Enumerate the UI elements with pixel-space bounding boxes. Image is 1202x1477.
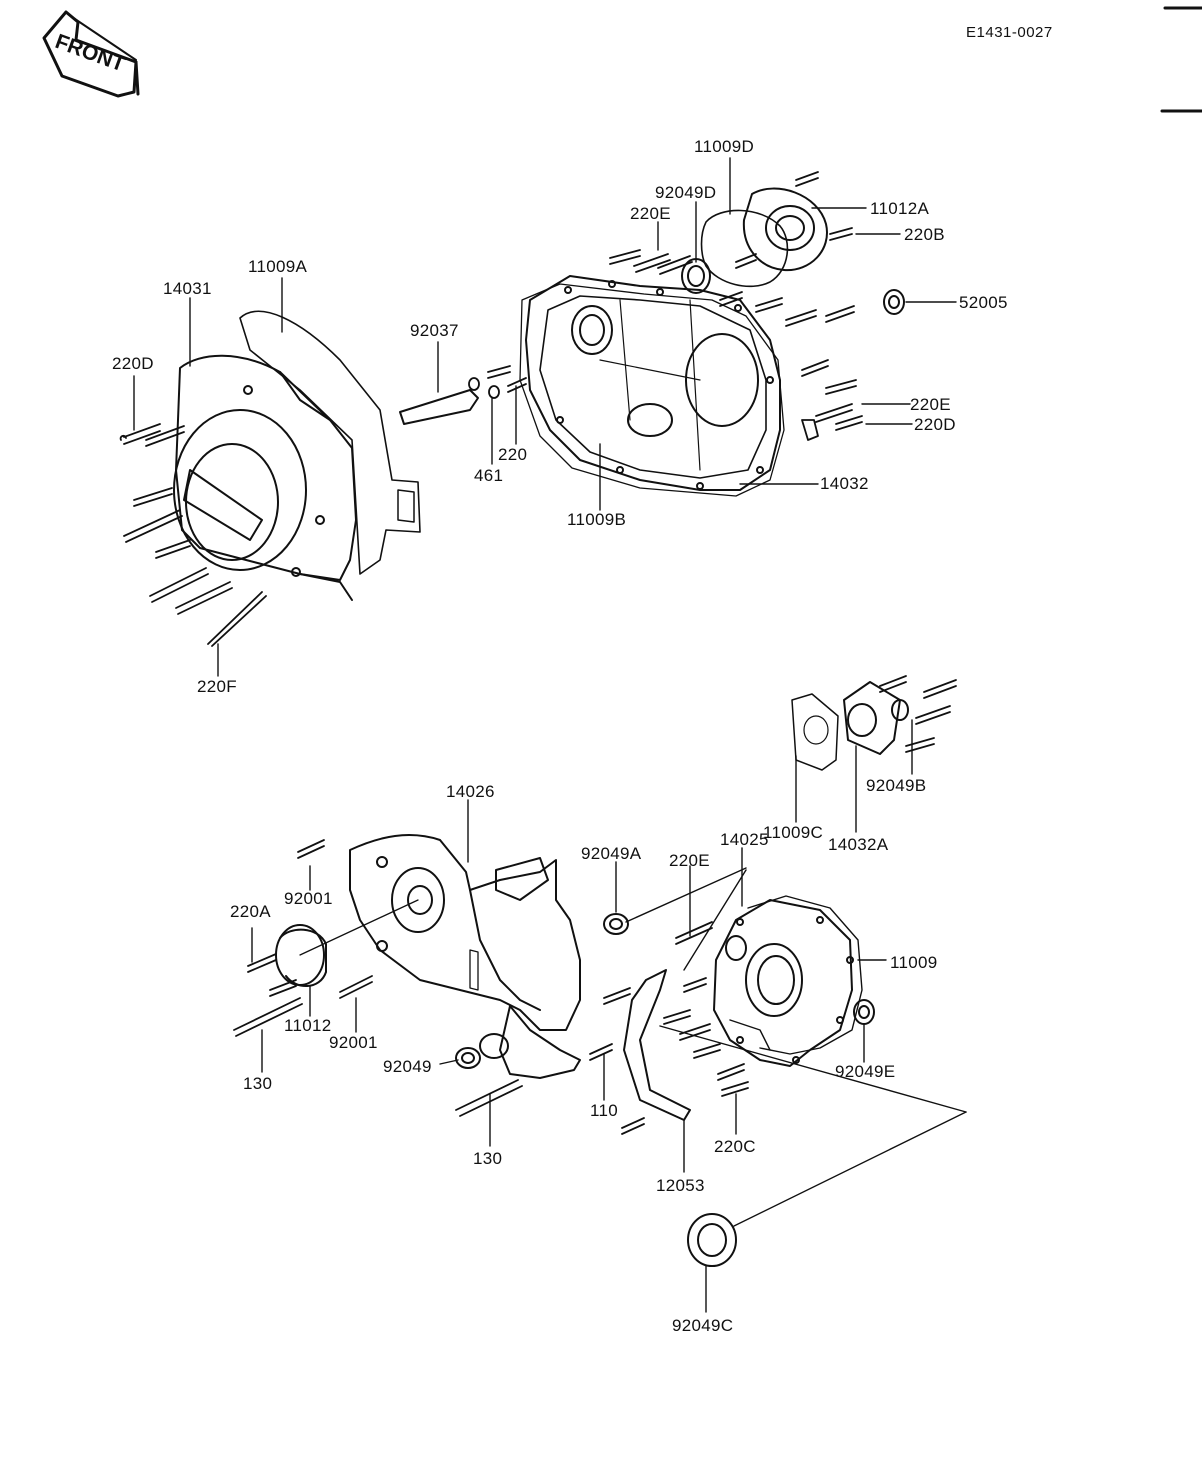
- part-label-220B: 220B: [904, 225, 945, 244]
- bolts-220B-220E-220D: [609, 171, 863, 441]
- part-label-220F: 220F: [197, 677, 237, 696]
- leader-lines-lower: [251, 719, 967, 1313]
- plate-92037: [399, 389, 479, 425]
- part-label-14031: 14031: [163, 279, 212, 298]
- part-label-14032: 14032: [820, 474, 869, 493]
- cover-14032: [525, 275, 781, 491]
- part-label-92049E: 92049E: [835, 1062, 896, 1081]
- part-label-14025: 14025: [720, 830, 769, 849]
- page-edge-fragment: [1160, 6, 1202, 113]
- gasket-11009A: [239, 310, 421, 575]
- part-label-220D-right: 220D: [914, 415, 956, 434]
- part-label-220E-right: 220E: [910, 395, 951, 414]
- part-label-92049D: 92049D: [655, 183, 717, 202]
- part-label-92049: 92049: [383, 1057, 432, 1076]
- part-label-11009A: 11009A: [248, 257, 308, 276]
- part-label-130-b: 130: [473, 1149, 503, 1168]
- part-label-220E-low: 220E: [669, 851, 710, 870]
- cover-14032A: [843, 681, 901, 755]
- part-label-92049B: 92049B: [866, 776, 927, 795]
- bolts-220D-220F: [119, 423, 267, 647]
- cap-11012: [275, 899, 419, 987]
- generator-cover-14031: [173, 354, 357, 601]
- seal-92049C: [687, 1213, 737, 1267]
- part-label-92049C: 92049C: [672, 1316, 734, 1335]
- cap-11012A: [700, 187, 828, 288]
- part-label-14026: 14026: [446, 782, 495, 801]
- part-label-12053: 12053: [656, 1176, 705, 1195]
- gasket-11009B: [519, 283, 785, 497]
- part-label-11012: 11012: [284, 1016, 332, 1035]
- part-label-220: 220: [498, 445, 528, 464]
- leader-lines-upper: [133, 157, 957, 677]
- part-label-92049A: 92049A: [581, 844, 642, 863]
- gasket-11009: [747, 895, 863, 1055]
- seal-92049B: [891, 699, 909, 721]
- part-label-92037: 92037: [410, 321, 459, 340]
- cover-14026: [349, 834, 581, 1079]
- part-label-11012A: 11012A: [870, 199, 930, 218]
- part-label-11009D: 11009D: [694, 137, 755, 156]
- part-label-220C: 220C: [714, 1137, 756, 1156]
- gasket-11009C: [791, 693, 839, 771]
- part-label-110: 110: [590, 1101, 619, 1120]
- part-label-11009B: 11009B: [567, 510, 627, 529]
- part-label-220E-top: 220E: [630, 204, 671, 223]
- part-label-220A: 220A: [230, 902, 271, 921]
- part-label-14032A: 14032A: [828, 835, 889, 854]
- seal-92049: [455, 1047, 481, 1069]
- guide-12053: [623, 969, 691, 1121]
- seal-92049A: [603, 913, 629, 935]
- front-arrow-icon: [42, 10, 140, 98]
- part-label-11009C: 11009C: [763, 823, 824, 842]
- part-label-11009: 11009: [890, 953, 938, 972]
- part-label-130-a: 130: [243, 1074, 273, 1093]
- part-label-220D-left: 220D: [112, 354, 154, 373]
- part-label-92001-b: 92001: [329, 1033, 378, 1052]
- washers-461-220: [468, 365, 527, 399]
- part-label-461: 461: [474, 466, 504, 485]
- bolts-lower: [233, 675, 957, 1135]
- document-code: E1431-0027: [966, 24, 1053, 41]
- plug-52005: [883, 289, 905, 315]
- part-label-52005: 52005: [959, 293, 1008, 312]
- part-label-92001-a: 92001: [284, 889, 333, 908]
